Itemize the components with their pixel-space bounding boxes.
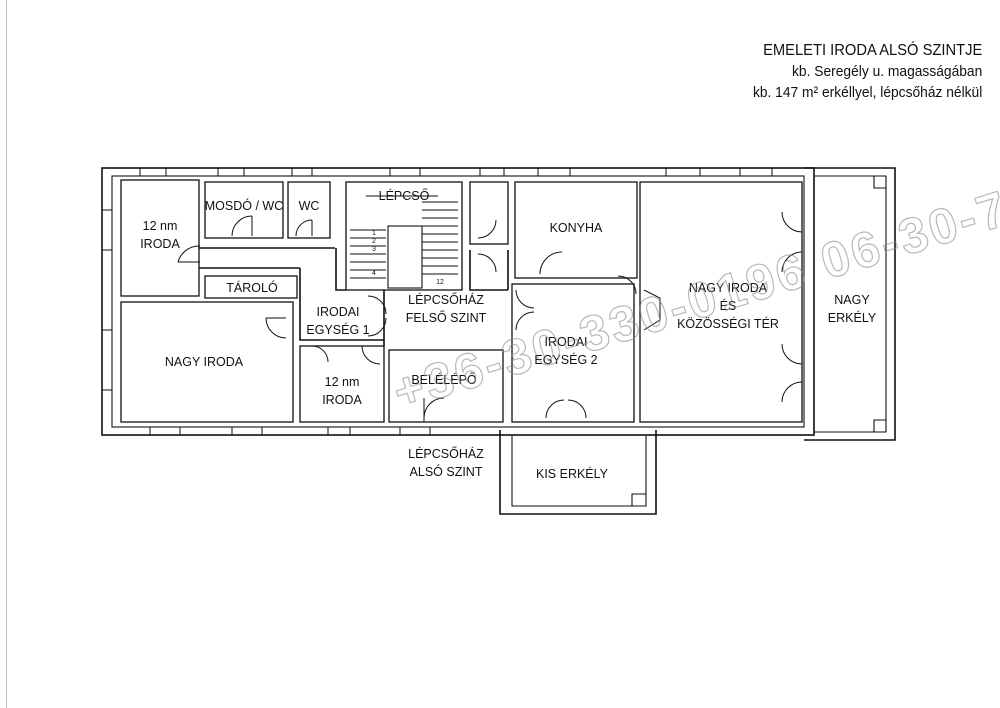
room-hall-small <box>469 181 509 245</box>
page-border <box>6 0 1000 708</box>
label-nagy-erkely-a: NAGY <box>834 293 870 307</box>
label-lepcsohaz-also-a: LÉPCSŐHÁZ <box>408 446 484 461</box>
room-tarolo <box>204 275 298 299</box>
label-iroda-12-center-a: 12 nm <box>325 375 360 389</box>
label-iroda-12-center-b: IRODA <box>322 393 362 407</box>
label-nagy-iroda-kozossegi-a: NAGY IRODA <box>689 281 768 295</box>
plan-area: kb. 147 m² erkéllyel, lépcsőház nélkül <box>752 84 982 101</box>
stair-number-1: 1 <box>372 230 376 237</box>
label-irodai-egyseg-1-b: EGYSÉG 1 <box>306 322 369 337</box>
label-belelepo: BELÉLÉPŐ <box>411 372 477 387</box>
label-tarolo: TÁROLÓ <box>226 280 278 295</box>
stair-number-3: 3 <box>372 246 376 253</box>
kis-erkely-outline <box>499 430 657 515</box>
room-konyha <box>514 181 638 279</box>
plan-title: EMELETI IRODA ALSÓ SZINTJE <box>762 42 982 59</box>
label-nagy-iroda-kozossegi-c: KÖZÖSSÉGI TÉR <box>677 316 779 331</box>
label-kis-erkely: KIS ERKÉLY <box>536 466 609 481</box>
stair-number-4: 4 <box>372 270 376 277</box>
label-nagy-erkely-b: ERKÉLY <box>828 310 877 325</box>
outer-wall <box>101 167 815 436</box>
label-iroda-12-left-a: 12 nm <box>143 219 178 233</box>
room-mosdo-wc <box>204 181 284 239</box>
nagy-erkely-outline <box>804 167 896 441</box>
room-wc <box>287 181 331 239</box>
label-nagy-iroda-kozossegi-b: ÉS <box>720 298 737 313</box>
label-lepcsohaz-felso-b: FELSŐ SZINT <box>406 310 487 325</box>
label-lepcsohaz-also-b: ALSÓ SZINT <box>410 464 483 479</box>
label-lepcsohaz-felso-a: LÉPCSŐHÁZ <box>408 292 484 307</box>
label-lepcso: LÉPCSŐ <box>379 188 430 203</box>
room-belelepo <box>388 349 504 423</box>
stair-core <box>387 225 423 289</box>
stair-number-12: 12 <box>436 279 444 286</box>
title-block: EMELETI IRODA ALSÓ SZINTJE kb. Seregély … <box>733 40 982 103</box>
room-irodai-egyseg-2 <box>511 283 635 423</box>
room-nagy-iroda <box>120 301 294 423</box>
windows <box>101 167 773 436</box>
phone-watermark: +36-30-330-0196 06-30-751-2 <box>387 147 1000 421</box>
stair-number-2: 2 <box>372 238 376 245</box>
room-lepcso <box>345 181 463 291</box>
label-mosdo-wc: MOSDÓ / WC <box>205 198 283 213</box>
label-irodai-egyseg-2-a: IRODAI <box>544 335 587 349</box>
label-iroda-12-left-b: IRODA <box>140 237 180 251</box>
label-irodai-egyseg-1-a: IRODAI <box>316 305 359 319</box>
room-iroda-12-left <box>120 179 200 297</box>
label-konyha: KONYHA <box>550 221 603 235</box>
plan-location: kb. Seregély u. magasságában <box>791 63 982 80</box>
inner-wall <box>111 175 805 428</box>
room-iroda-12-center <box>299 345 385 423</box>
label-irodai-egyseg-2-b: EGYSÉG 2 <box>534 352 597 367</box>
door-swings <box>177 211 803 422</box>
label-wc: WC <box>299 199 320 213</box>
label-nagy-iroda: NAGY IRODA <box>165 355 244 369</box>
room-nagy-iroda-kozossegi <box>639 181 803 423</box>
